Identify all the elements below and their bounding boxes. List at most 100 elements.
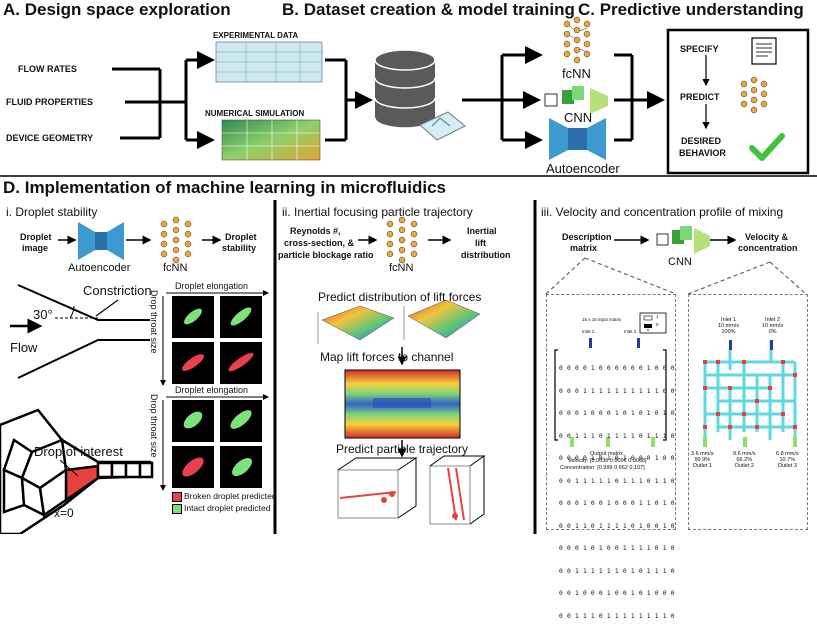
d2-title: ii. Inertial focusing particle trajector… <box>282 205 473 219</box>
droplet-image-1 <box>172 296 214 338</box>
cnn-icon-b <box>544 86 608 114</box>
diagram-canvas <box>0 16 817 534</box>
flow-label: Flow <box>10 340 38 355</box>
drop-network <box>0 408 154 534</box>
matrix-inlet-1: Inlet 1 <box>582 329 595 334</box>
d3-title: iii. Velocity and concentration profile … <box>541 205 784 219</box>
angle-label: 30° <box>33 307 53 322</box>
matrix-row: 0 0 1 1 0 1 1 1 1 0 1 0 0 1 0 <box>559 522 675 530</box>
heading-d: D. Implementation of machine learning in… <box>3 178 447 197</box>
drop-of-interest-label: Drop of interest <box>34 444 123 459</box>
inlet2-detail: Inlet 2 10 mm/s 0% <box>762 317 783 335</box>
outlet3-name: Outlet 3 <box>777 463 797 469</box>
heading-b: B. Dataset creation & model training <box>282 0 575 19</box>
heading-c: C. Predictive understanding <box>578 0 804 19</box>
fcnn-icon-b <box>563 16 591 64</box>
cnn-icon-d3 <box>656 226 710 254</box>
velocity-label-1: Velocity & <box>745 232 789 242</box>
inlet1-speed: 10 mm/s <box>718 323 740 329</box>
d2-input-3: particle blockage ratio <box>278 250 374 260</box>
outlet3-conc: 10.7% <box>779 457 796 463</box>
throat-label-2: Drop throat size <box>149 394 159 458</box>
description-label-1: Description <box>562 232 612 242</box>
inlet2-name: Inlet 2 <box>765 317 781 323</box>
document-icon-graphic <box>751 37 777 65</box>
outlet2-name: Outlet 2 <box>734 463 754 469</box>
d2-step-1: Predict distribution of lift forces <box>318 290 482 304</box>
autoencoder-icon-b <box>549 118 606 160</box>
droplet-stability-label-1: Droplet <box>225 232 257 242</box>
outlet3-speed: 6.8 mm/s <box>776 451 799 457</box>
matrix-row: 0 0 1 1 1 0 1 1 1 1 0 1 1 1 0 <box>559 432 675 440</box>
database-icon-graphic <box>374 49 436 129</box>
autoencoder-label-b: Autoencoder <box>546 161 620 176</box>
d2-output-1: Inertial <box>467 226 497 236</box>
droplet-image-5 <box>172 400 214 442</box>
d1-title: i. Droplet stability <box>6 205 98 219</box>
matrix-row: 0 0 0 1 0 1 0 0 1 1 1 1 0 1 0 <box>559 545 675 552</box>
fluid-properties-label: FLUID PROPERTIES <box>6 97 94 107</box>
trajectory-boxes <box>337 455 486 525</box>
throat-label-1: Drop throat size <box>149 290 159 354</box>
fcnn-label-d2: fcNN <box>389 262 414 274</box>
heading-a: A. Design space exploration <box>3 0 231 19</box>
panel-b-lines <box>462 46 665 149</box>
numerical-simulation-label: NUMERICAL SIMULATION <box>205 109 305 118</box>
velocity-label-2: concentration <box>738 243 798 253</box>
inlet1-detail: Inlet 1 10 mm/s 100% <box>718 317 739 335</box>
inlet1-name: Inlet 1 <box>721 317 737 323</box>
d2-output-3: distribution <box>461 250 511 260</box>
panel-c-box <box>666 28 810 175</box>
fcnn-label-d1: fcNN <box>163 262 188 274</box>
legend-0: 0 <box>656 322 659 327</box>
concentration-values: Concentration: [0.999 0.662 0.107] <box>560 465 645 471</box>
matrix-row: 0 0 1 1 1 1 1 0 1 1 1 0 1 1 0 <box>559 477 675 485</box>
matrix-title: 15 x 15 input matrix <box>582 317 622 322</box>
fcnn-icon-d1 <box>160 216 192 264</box>
outlet1-conc: 99.9% <box>694 457 711 463</box>
cnn-label-b: CNN <box>564 110 593 125</box>
outlet3-detail: 6.8 mm/s 10.7% Outlet 3 <box>776 451 799 469</box>
desired-label: DESIRED <box>681 136 722 146</box>
outlet2-conc: 66.2% <box>736 457 753 463</box>
inlet2-speed: 10 mm/s <box>762 323 784 329</box>
matrix-row: 0 0 0 1 0 0 0 1 0 1 0 1 0 1 0 <box>559 410 675 417</box>
outlet1-name: Outlet 1 <box>692 463 712 469</box>
legend-1: 1 <box>656 314 659 319</box>
matrix-row: 0 0 1 0 0 0 1 0 0 1 0 1 0 0 0 <box>559 590 675 597</box>
experimental-image <box>215 41 323 83</box>
check-icon-graphic <box>749 133 785 161</box>
constriction-label: Constriction <box>83 283 152 298</box>
droplet-image-label-2: image <box>22 243 49 253</box>
droplet-image-8 <box>220 446 262 488</box>
droplet-image-3 <box>172 342 214 384</box>
matrix-row: 0 0 1 1 1 0 1 1 1 1 1 1 1 1 0 <box>559 612 675 620</box>
droplet-stability-label-2: stability <box>222 243 257 253</box>
d2-step-3: Predict particle trajectory <box>336 442 469 456</box>
input-matrix-box <box>546 294 676 530</box>
device-geometry-label: DEVICE GEOMETRY <box>6 133 94 143</box>
d2-step-2: Map lift forces to channel <box>320 350 454 364</box>
matrix-row: 0 0 0 0 1 0 1 0 1 0 0 0 1 0 0 <box>559 455 675 462</box>
cnn-label-d3: CNN <box>668 256 692 268</box>
fcnn-label-b: fcNN <box>562 66 591 81</box>
droplet-image-6 <box>220 400 262 442</box>
droplet-image-4 <box>220 342 262 384</box>
input-matrix: 0 0 0 0 1 0 0 0 0 0 0 1 0 0 0 0 0 0 1 1 … <box>559 350 675 628</box>
behavior-label: BEHAVIOR <box>679 148 726 158</box>
matrix-row: 0 0 0 1 1 1 1 1 1 1 1 1 1 0 0 <box>559 387 675 395</box>
droplet-image-label-1: Droplet <box>20 232 52 242</box>
droplet-image-7 <box>172 446 214 488</box>
network-output-box <box>688 294 808 530</box>
inlet2-conc: 0% <box>768 329 777 335</box>
simulation-image <box>221 119 321 161</box>
specify-label: SPECIFY <box>680 44 719 54</box>
broken-legend-swatch <box>172 492 182 502</box>
constriction-channel <box>17 284 150 379</box>
predict-label: PREDICT <box>680 92 720 102</box>
broken-legend-label: Broken droplet predicted <box>184 491 277 501</box>
velocity-values: Velocity: [0.0036 0.0096 0.0068] <box>568 458 647 464</box>
fcnn-icon-c <box>740 76 768 114</box>
droplet-image-2 <box>220 296 262 338</box>
experimental-data-label: EXPERIMENTAL DATA <box>213 31 299 40</box>
